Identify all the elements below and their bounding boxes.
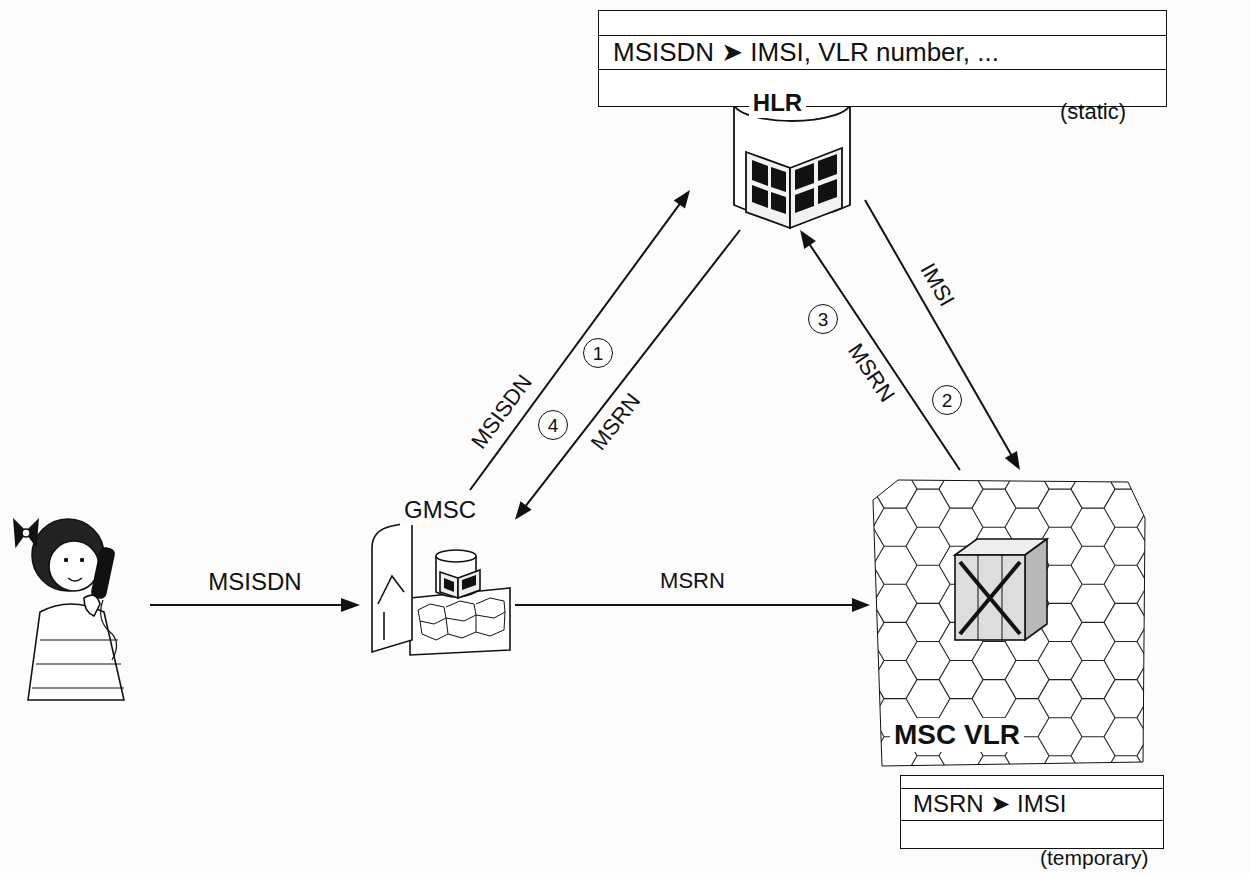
node-text: MSC VLR — [890, 718, 1024, 752]
table-row — [901, 776, 1163, 789]
caller-illustration — [14, 519, 124, 700]
signal-arrow — [865, 200, 1020, 470]
arrow-head — [800, 230, 816, 249]
callout-number: 4 — [538, 410, 568, 440]
hlr-record-table: MSISDN ➤ IMSI, VLR number, ... — [598, 10, 1167, 107]
cell-grid — [840, 451, 1249, 851]
arrow-line — [809, 243, 960, 470]
callout-number: 2 — [932, 385, 962, 415]
msc-cabinet-icon — [955, 539, 1047, 640]
table-row: MSRN ➤ IMSI — [901, 789, 1163, 821]
node-text: GMSC — [400, 496, 480, 525]
node-text: MSRN ➤ IMSI — [913, 790, 1151, 819]
cell-hexagons — [840, 451, 1249, 851]
msc-vlr-switch: MSC VLR — [870, 470, 1145, 770]
callout-number: 3 — [808, 304, 838, 334]
arrow-head — [852, 598, 870, 612]
node-text: MSISDN ➤ IMSI, VLR number, ... — [613, 37, 1152, 68]
hlr-database: HLR — [690, 85, 865, 230]
signal-name: MSRN — [842, 338, 900, 409]
arrow-line — [515, 604, 854, 606]
callout-number: 1 — [583, 338, 613, 368]
arrow-line — [865, 200, 1012, 456]
signal-name: MSRN — [658, 569, 727, 593]
arrow-line — [525, 230, 740, 507]
arrow-head — [674, 190, 690, 209]
table-row — [901, 821, 1163, 848]
signal-name: IMSI — [914, 257, 959, 312]
table-row — [599, 11, 1166, 36]
table-row: MSISDN ➤ IMSI, VLR number, ... — [599, 36, 1166, 70]
gmsc-switch-icon — [372, 522, 510, 655]
arrow-head — [1005, 451, 1020, 470]
signal-name: MSRN — [586, 387, 647, 456]
arrow-head — [515, 501, 532, 520]
incoming-call-arrow — [150, 598, 360, 612]
signal-arrow — [800, 230, 960, 470]
signal-arrow — [515, 598, 870, 612]
node-text: HLR — [749, 89, 806, 118]
table-note: (temporary) — [1040, 846, 1149, 869]
gmsc-switch: GMSC — [365, 490, 515, 655]
coverage-outline — [873, 480, 1145, 766]
table-note: (static) — [1060, 100, 1126, 124]
signal-name: MSISDN — [206, 569, 303, 595]
signal-arrow — [470, 190, 690, 490]
vlr-record-table: MSRN ➤ IMSI — [900, 775, 1164, 849]
signal-arrow — [515, 230, 740, 520]
